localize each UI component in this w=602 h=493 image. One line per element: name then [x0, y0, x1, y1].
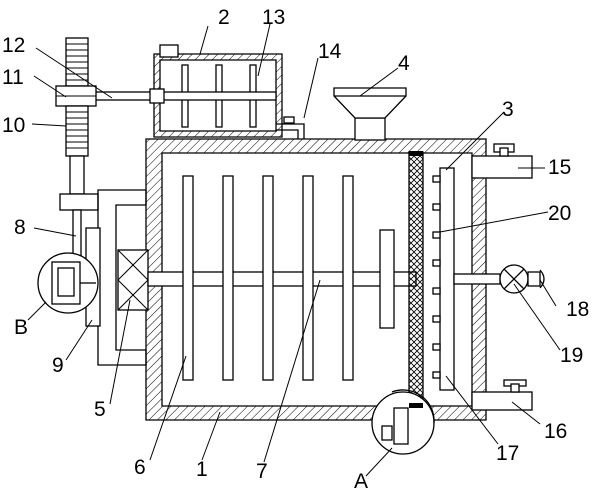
label-4: 4 — [398, 52, 410, 75]
part-labels: 2 13 14 4 3 15 20 12 11 10 8 B 9 18 19 5… — [2, 6, 589, 493]
stirring-blades — [182, 175, 354, 381]
detail-a-circle — [371, 389, 435, 455]
feed-hopper — [333, 87, 407, 141]
motor — [117, 249, 149, 311]
detail-b-circle — [37, 252, 99, 314]
label-11: 11 — [2, 66, 24, 89]
label-3: 3 — [502, 98, 514, 121]
label-9: 9 — [52, 354, 64, 377]
label-5: 5 — [94, 398, 106, 421]
push-rod — [453, 264, 545, 294]
label-14: 14 — [318, 40, 342, 63]
label-A: A — [354, 470, 368, 493]
connection-pipe — [276, 116, 305, 139]
blade — [222, 175, 234, 381]
label-12: 12 — [2, 34, 25, 57]
blade — [302, 175, 314, 381]
label-15: 15 — [548, 156, 571, 179]
blade — [182, 175, 194, 381]
gear-stack — [55, 37, 97, 195]
blade — [342, 175, 354, 381]
label-6: 6 — [134, 456, 146, 479]
upper-bracket — [471, 143, 533, 179]
label-17: 17 — [496, 442, 519, 465]
label-2: 2 — [218, 6, 230, 29]
label-10: 10 — [2, 114, 25, 137]
label-16: 16 — [544, 420, 567, 443]
filter-screen — [408, 151, 424, 409]
label-18: 18 — [566, 298, 589, 321]
label-20: 20 — [548, 202, 571, 225]
leader-lines — [27, 23, 561, 477]
label-19: 19 — [560, 344, 583, 367]
label-13: 13 — [262, 6, 285, 29]
label-7: 7 — [256, 460, 268, 483]
label-1: 1 — [196, 458, 208, 481]
blade — [262, 175, 274, 381]
label-B: B — [14, 316, 28, 339]
scraper-plate — [432, 167, 455, 391]
label-8: 8 — [14, 216, 26, 239]
upper-mixing-box — [153, 44, 283, 138]
